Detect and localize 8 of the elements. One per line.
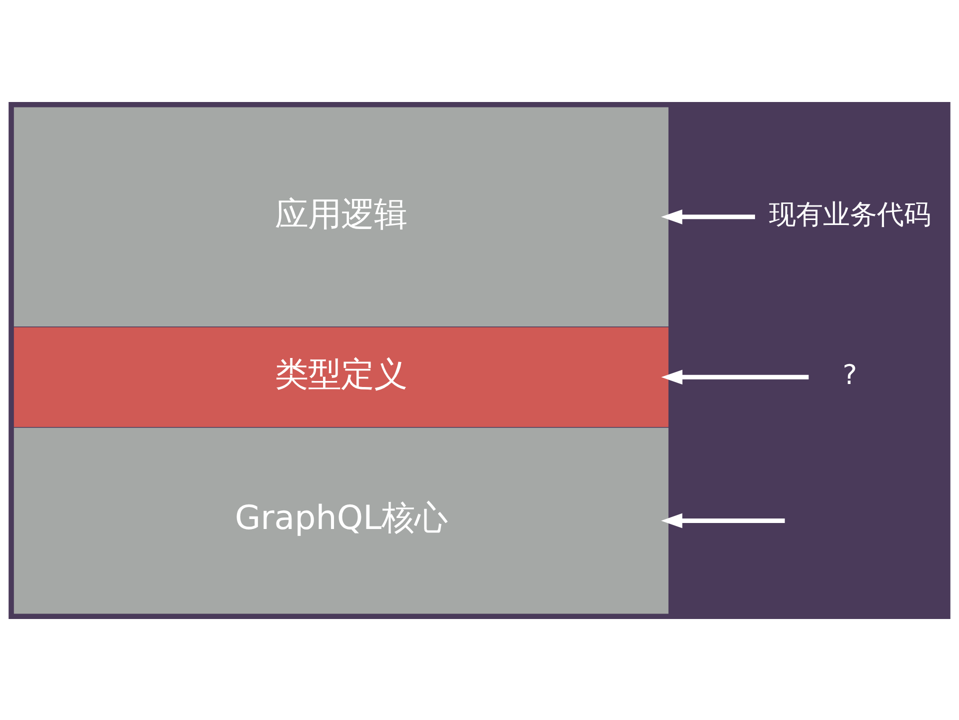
node-box: GraphQL核心 — [14, 427, 668, 614]
arrow — [661, 208, 756, 224]
arrow — [661, 512, 785, 528]
node-text: ? — [842, 359, 858, 390]
arrow — [661, 369, 809, 384]
node-box: 应用逻辑 — [14, 106, 668, 326]
node-text: 现有业务代码 — [768, 199, 931, 230]
node-box: 类型定义 — [14, 326, 668, 427]
